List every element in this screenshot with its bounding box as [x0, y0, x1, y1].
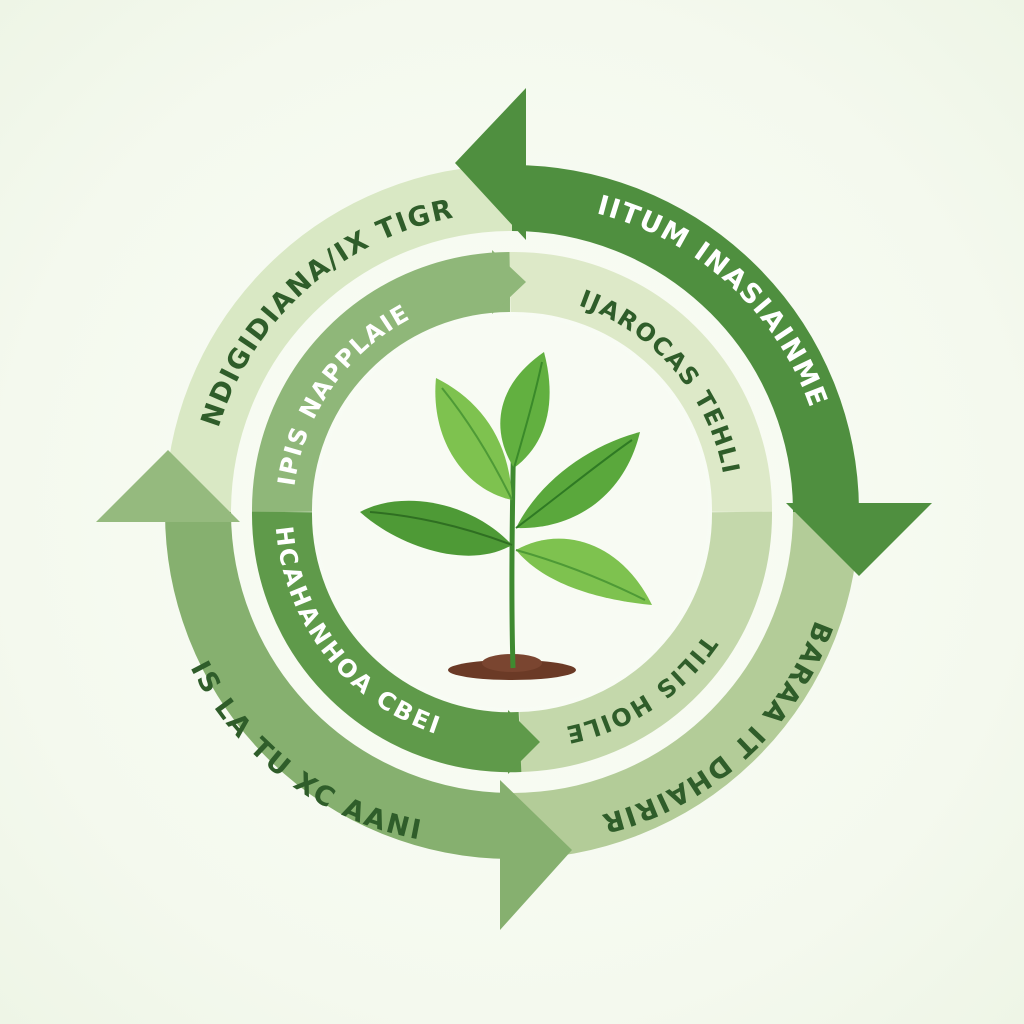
- leaf-left-upper: [435, 378, 512, 500]
- inner-segment-top-right: [509, 251, 773, 513]
- outer-ring: [96, 88, 932, 930]
- inner-ring: [251, 250, 773, 774]
- outer-arrowhead-left: [96, 450, 240, 522]
- inner-tip-bottom: [508, 710, 540, 774]
- outer-arrowhead-bottom: [500, 780, 572, 930]
- outer-segment-bottom-left: [165, 511, 513, 859]
- inner-segment-bottom-left: [251, 511, 522, 773]
- outer-segment-top-left: [165, 165, 513, 513]
- seedling-icon: [360, 352, 652, 680]
- outer-arrowhead-right: [786, 503, 932, 576]
- inner-segment-top-left: [251, 252, 511, 513]
- outer-arrowhead-top: [455, 88, 526, 240]
- outer-segment-top-right: [511, 165, 859, 513]
- inner-segment-bottom-right: [518, 511, 773, 772]
- outer-segment-bottom-right: [511, 511, 859, 859]
- inner-tip-top: [492, 250, 526, 314]
